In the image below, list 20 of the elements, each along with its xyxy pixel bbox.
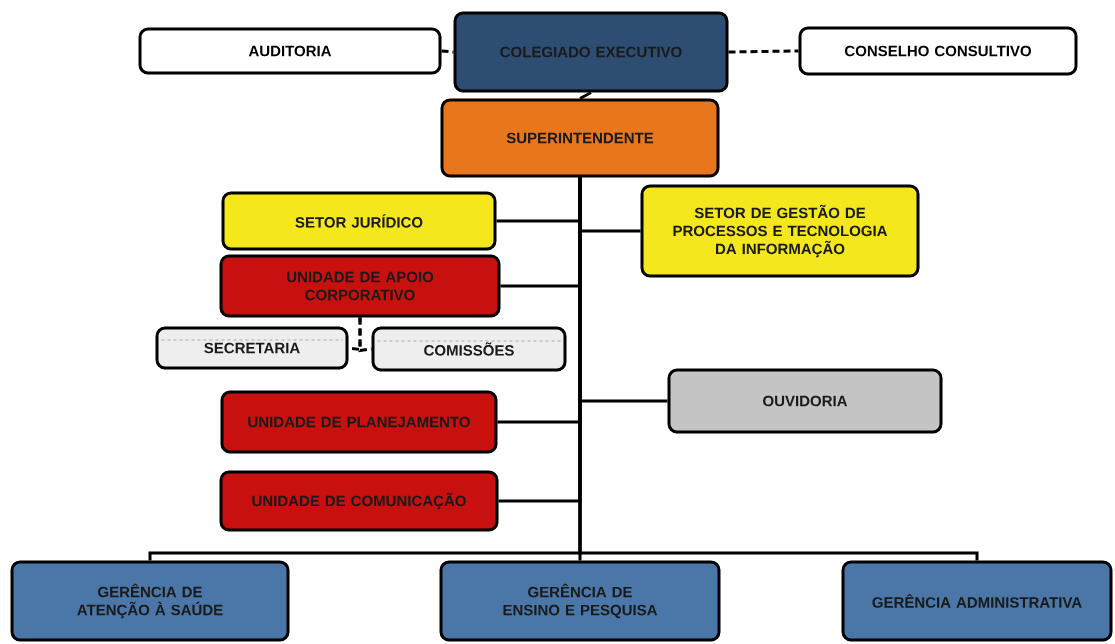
connector-line [579,91,592,100]
org-box: CONSELHO CONSULTIVO [798,26,1078,76]
connector-line [578,177,979,561]
org-box: SUPERINTENDENTE [440,98,720,178]
org-box: GERÊNCIA DE ENSINO E PESQUISA [439,560,721,642]
org-box: OUVIDORIA [667,368,943,434]
org-box: SECRETARIA [155,326,349,370]
org-box: COLEGIADO EXECUTIVO [453,11,729,93]
org-box: COMISSÕES [371,326,567,372]
org-box: SETOR DE GESTÃO DE PROCESSOS E TECNOLOGIA DA INFORMAÇÃO [640,184,920,278]
org-box: GERÊNCIA ADMINISTRATIVA [841,560,1113,642]
connector-line [358,317,372,353]
org-box: SETOR JURÍDICO [221,191,497,251]
org-box: GERÊNCIA DE ATENÇÃO À SAÚDE [10,560,290,642]
org-box: UNIDADE DE APOIO CORPORATIVO [219,254,501,318]
org-box: AUDITORIA [138,27,442,75]
org-box: UNIDADE DE COMUNICAÇÃO [219,470,499,532]
connector-line [441,49,454,54]
connector-line [728,49,799,54]
org-box: UNIDADE DE PLANEJAMENTO [220,390,498,454]
